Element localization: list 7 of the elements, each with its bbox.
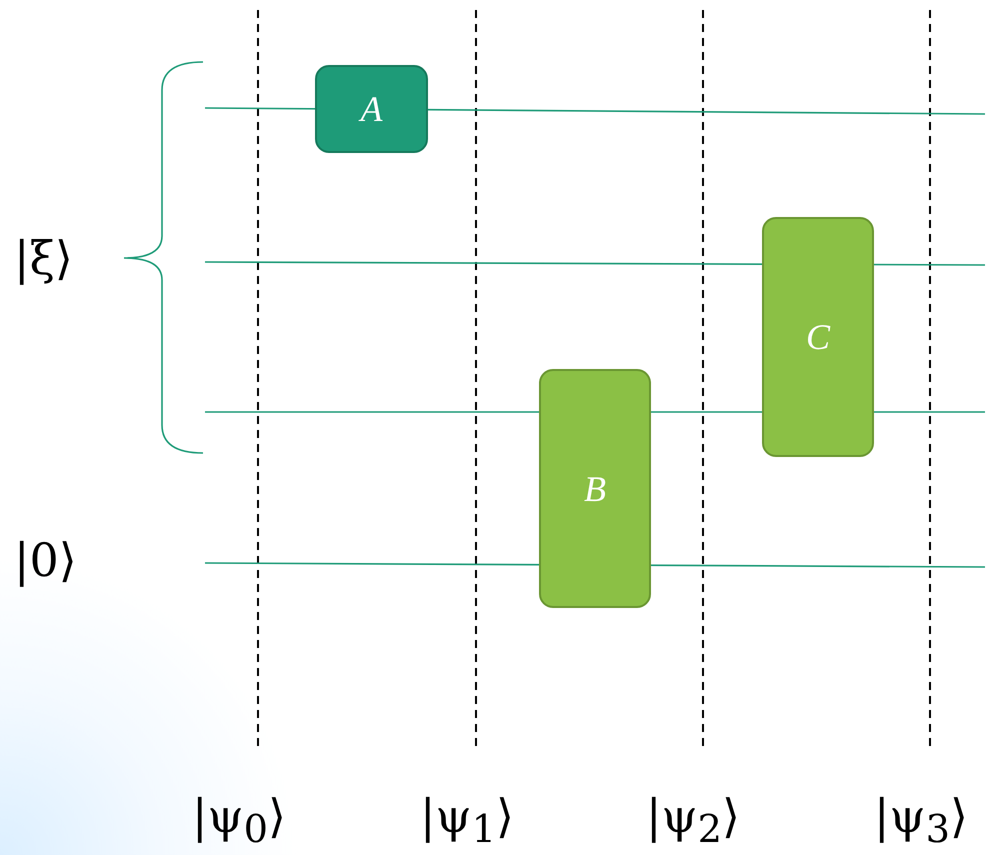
state-label: |ψ$_{0}$⟩ (192, 793, 286, 850)
gate-block: C (762, 217, 874, 457)
gate-block: B (539, 369, 651, 608)
state-label: |ψ$_{1}$⟩ (420, 793, 514, 850)
state-label: |ψ$_{2}$⟩ (646, 793, 740, 850)
gate-block: A (315, 65, 428, 153)
state-label: |ψ$_{3}$⟩ (874, 793, 968, 850)
